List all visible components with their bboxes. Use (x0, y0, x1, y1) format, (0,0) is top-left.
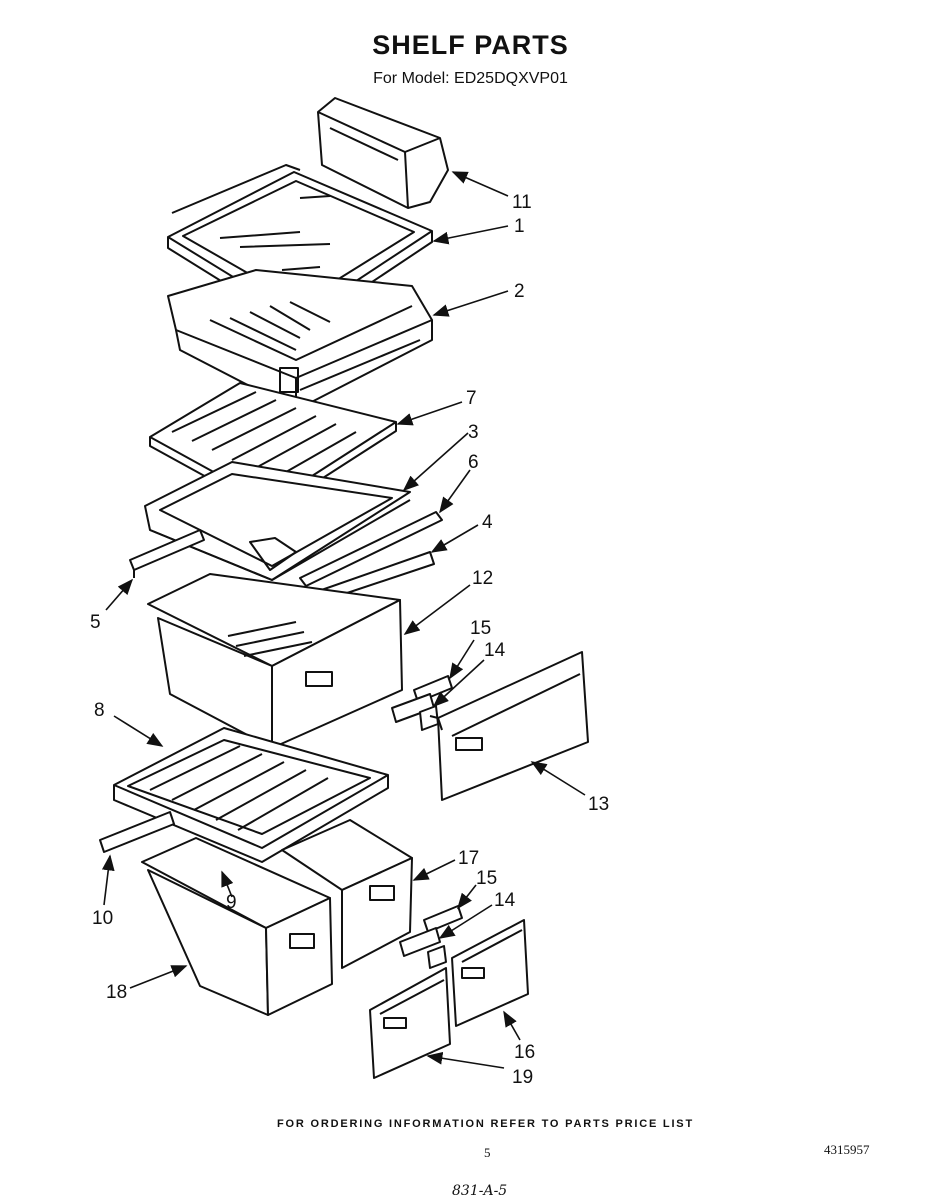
callout-10: 10 (92, 908, 113, 929)
lower-glass-shelf-part (113, 727, 389, 863)
callout-15-upper: 15 (470, 618, 491, 639)
pan-front-part (429, 651, 589, 801)
handwritten-note: 831-A-5 (452, 1183, 508, 1199)
callout-7: 7 (466, 388, 477, 409)
callout-1: 1 (514, 216, 525, 237)
exploded-parts-diagram: 11 1 2 7 3 6 4 5 12 15 14 8 13 17 15 14 … (90, 97, 609, 1088)
meat-pan-part (147, 573, 403, 749)
bracket-part-14-upper (391, 693, 439, 731)
drawer-front-part-19 (369, 967, 451, 1079)
rail-part-6 (299, 511, 443, 587)
callout-18: 18 (106, 982, 127, 1003)
callout-19: 19 (512, 1067, 533, 1088)
crisper-cover-frame-part (144, 461, 411, 581)
leader-lines (101, 171, 586, 1069)
crisper-cover-glass-part (149, 382, 397, 513)
ordering-info-footer: FOR ORDERING INFORMATION REFER TO PARTS … (277, 1118, 694, 1130)
right-drawer-part-17 (281, 819, 413, 969)
callout-12: 12 (472, 568, 493, 589)
callout-labels: 11 1 2 7 3 6 4 5 12 15 14 8 13 17 15 14 … (90, 192, 609, 1088)
door-bin-part (317, 97, 449, 209)
callout-9: 9 (226, 892, 237, 913)
callout-4: 4 (482, 512, 493, 533)
callout-6: 6 (468, 452, 479, 473)
callout-3: 3 (468, 422, 479, 443)
callout-8: 8 (94, 700, 105, 721)
rail-part-10 (99, 811, 175, 853)
rail-part-5 (129, 529, 205, 578)
callout-11: 11 (512, 192, 532, 213)
callout-16: 16 (514, 1042, 535, 1063)
callout-14-upper: 14 (484, 640, 506, 661)
document-number: 4315957 (824, 1142, 870, 1157)
callout-13: 13 (588, 794, 609, 815)
callout-15-lower: 15 (476, 868, 497, 889)
page-number: 5 (484, 1145, 491, 1160)
model-subtitle: For Model: ED25DQXVP01 (373, 70, 568, 87)
page-title: SHELF PARTS (372, 30, 569, 60)
callout-17: 17 (458, 848, 479, 869)
bracket-part-14-lower (399, 927, 447, 969)
callout-14-lower: 14 (494, 890, 516, 911)
shelf-frame-part (167, 269, 433, 411)
callout-2: 2 (514, 281, 525, 302)
bracket-part-15-lower (423, 905, 463, 933)
callout-5: 5 (90, 612, 101, 633)
left-drawer-part-18 (141, 837, 333, 1016)
drawer-front-part-16 (451, 919, 529, 1027)
